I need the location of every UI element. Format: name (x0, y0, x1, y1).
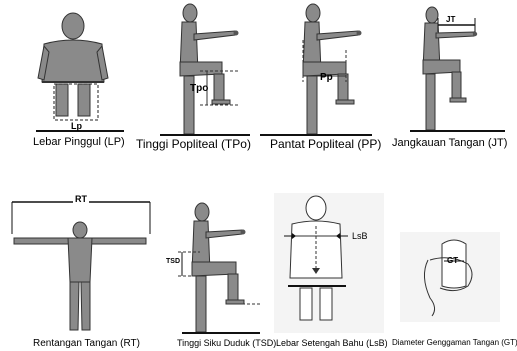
caption-diameter-genggaman-tangan: Diameter Genggaman Tangan (GT) (392, 338, 517, 347)
marker-rt: RT (73, 194, 89, 204)
marker-lp: Lp (71, 121, 82, 131)
figure-rentangan-tangan: RT Rentangan Tangan (RT) (0, 190, 160, 351)
seated-back-view-lsb-illustration (270, 190, 390, 351)
caption-lebar-pinggul: Lebar Pinggul (LP) (33, 136, 125, 148)
caption-pantat-popliteal: Pantat Popliteal (PP) (270, 137, 381, 151)
marker-tsd: TSD (166, 258, 180, 265)
caption-rentangan-tangan: Rentangan Tangan (RT) (33, 338, 140, 349)
figure-diameter-genggaman-tangan: GT Diameter Genggaman Tangan (GT) (390, 190, 517, 351)
marker-tpo: Tpo (190, 83, 208, 94)
figure-pantat-popliteal: Pp Pantat Popliteal (PP) (260, 0, 390, 160)
caption-jangkauan-tangan: Jangkauan Tangan (JT) (392, 137, 507, 149)
seated-side-view-tpo-illustration (130, 0, 260, 160)
figure-lebar-pinggul: Lp Lebar Pinggul (LP) (0, 0, 130, 160)
seated-side-view-tsd-illustration (160, 190, 270, 351)
caption-tinggi-popliteal: Tinggi Popliteal (TPo) (136, 137, 251, 151)
marker-lsb: LsB (352, 231, 368, 241)
figure-lebar-setengah-bahu: LsB Lebar Setengah Bahu (LsB) (270, 190, 390, 351)
caption-tinggi-siku-duduk: Tinggi Siku Duduk (TSD) (177, 338, 276, 348)
figure-tinggi-popliteal: Tpo Tinggi Popliteal (TPo) (130, 0, 260, 160)
figure-jangkauan-tangan: JT Jangkauan Tangan (JT) (390, 0, 517, 160)
seated-side-view-jt-illustration (390, 0, 517, 160)
caption-lebar-setengah-bahu: Lebar Setengah Bahu (LsB) (276, 338, 388, 348)
standing-arms-spread-illustration (0, 190, 160, 351)
figure-tinggi-siku-duduk: TSD Tinggi Siku Duduk (TSD) (160, 190, 270, 351)
marker-jt: JT (446, 15, 455, 24)
marker-gt: GT (447, 256, 458, 265)
marker-pp: Pp (320, 72, 333, 83)
hand-grip-illustration (390, 190, 517, 351)
